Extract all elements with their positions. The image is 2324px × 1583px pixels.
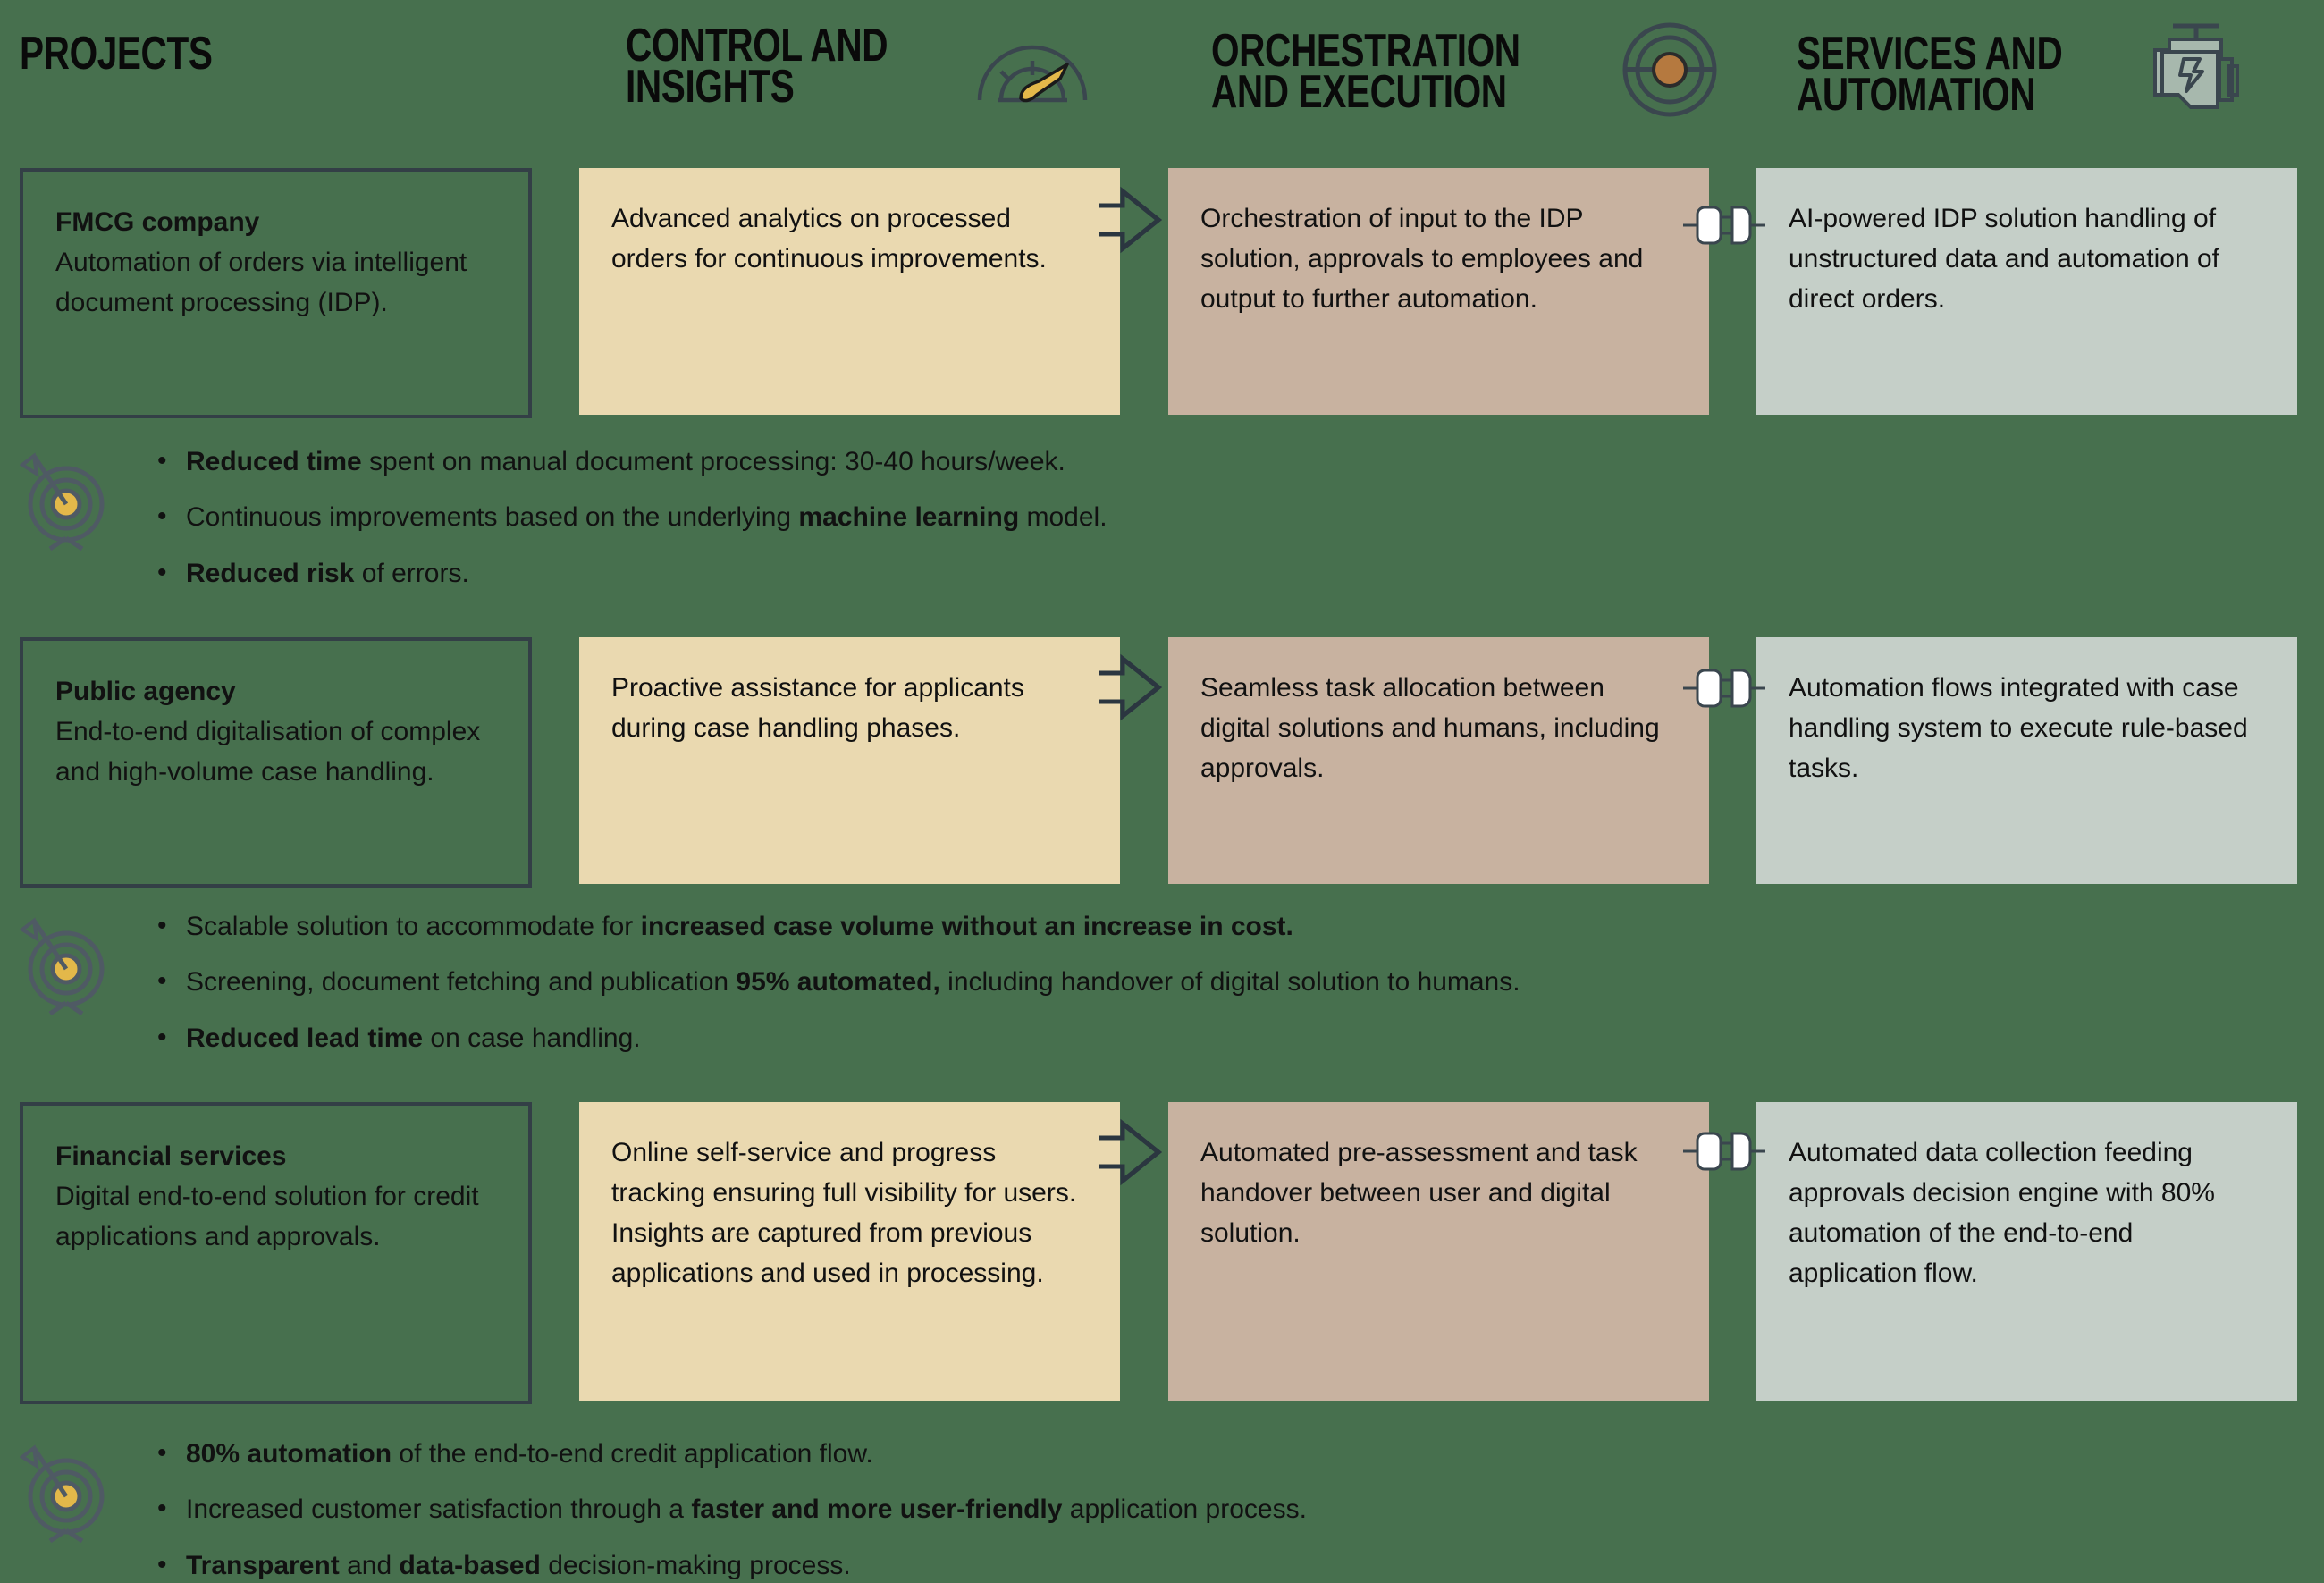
services-card-text: AI-powered IDP solution handling of unst… xyxy=(1789,204,2219,314)
column-header-projects-label: PROJECTS xyxy=(20,28,213,80)
benefit-rest-2: including handover of digital solution t… xyxy=(939,967,1520,998)
benefit-strong: 80% automation xyxy=(186,1439,392,1469)
control-insights-card-text: Online self-service and progress trackin… xyxy=(611,1138,1077,1288)
services-card-text: Automation flows integrated with case ha… xyxy=(1789,673,2248,783)
project-card[interactable]: FMCG company Automation of orders via in… xyxy=(20,168,532,418)
benefits-group: Reduced time spent on manual document pr… xyxy=(19,440,1107,591)
project-card[interactable]: Public agency End-to-end digitalisation … xyxy=(20,637,532,888)
column-header-services-and-automation: SERVICES AND AUTOMATION xyxy=(1797,20,2253,130)
orchestration-card[interactable]: Orchestration of input to the IDP soluti… xyxy=(1168,168,1709,415)
benefits-group: Scalable solution to accommodate for inc… xyxy=(19,905,1520,1056)
target-bullseye-arrow-icon xyxy=(19,1437,114,1547)
benefit-rest: spent on manual document processing: 30-… xyxy=(361,447,1065,476)
benefit-strong: 95% automated, xyxy=(736,967,940,998)
benefits-list: Reduced time spent on manual document pr… xyxy=(156,444,1107,591)
column-header-orchestration-and-execution: ORCHESTRATION AND EXECUTION xyxy=(1211,20,1720,124)
gauge-icon xyxy=(974,20,1090,114)
benefit-rest: Increased customer satisfaction through … xyxy=(186,1495,692,1525)
orchestration-card-text: Orchestration of input to the IDP soluti… xyxy=(1200,204,1644,314)
column-header-control-and-insights: CONTROL AND INSIGHTS xyxy=(626,20,1090,114)
project-card-text: Public agency End-to-end digitalisation … xyxy=(55,671,496,792)
benefit-rest: Continuous improvements based on the und… xyxy=(186,502,799,533)
target-bullseye-arrow-icon xyxy=(19,910,114,1020)
benefit-rest: on case handling. xyxy=(423,1023,641,1053)
project-card-body: End-to-end digitalisation of complex and… xyxy=(55,717,481,787)
column-header-projects: PROJECTS xyxy=(20,28,266,80)
list-item: Reduced lead time on case handling. xyxy=(156,1021,1520,1056)
double-chevron-arrow-icon xyxy=(1098,1111,1163,1193)
control-insights-card-text: Proactive assistance for applicants duri… xyxy=(611,673,1024,743)
services-card[interactable]: Automation flows integrated with case ha… xyxy=(1756,637,2297,884)
orchestration-card-text: Automated pre-assessment and task handov… xyxy=(1200,1138,1638,1248)
benefit-strong: increased case volume without an increas… xyxy=(640,912,1293,941)
benefit-rest: Scalable solution to accommodate for xyxy=(186,912,641,941)
project-card-title: Financial services xyxy=(55,1141,287,1171)
benefit-strong: machine learning xyxy=(798,502,1020,533)
benefit-strong: Reduced risk xyxy=(186,558,355,588)
double-chevron-arrow-icon xyxy=(1098,179,1163,261)
control-insights-card[interactable]: Advanced analytics on processed orders f… xyxy=(579,168,1120,415)
project-card-title: Public agency xyxy=(55,677,236,706)
list-item: 80% automation of the end-to-end credit … xyxy=(156,1436,1307,1471)
benefit-rest: of errors. xyxy=(354,558,469,588)
column-header-orchestration-and-execution-label: ORCHESTRATION AND EXECUTION xyxy=(1211,24,1520,118)
list-item: Increased customer satisfaction through … xyxy=(156,1492,1307,1527)
benefit-rest: of the end-to-end credit application flo… xyxy=(392,1439,873,1469)
control-insights-card[interactable]: Proactive assistance for applicants duri… xyxy=(579,637,1120,884)
plug-socket-icon xyxy=(1682,661,1768,715)
services-card[interactable]: Automated data collection feeding approv… xyxy=(1756,1102,2297,1401)
list-item: Scalable solution to accommodate for inc… xyxy=(156,909,1520,944)
control-insights-card[interactable]: Online self-service and progress trackin… xyxy=(579,1102,1120,1401)
project-card-body: Automation of orders via intelligent doc… xyxy=(55,248,467,317)
benefit-strong: faster and more user-friendly xyxy=(691,1495,1063,1525)
services-card-text: Automated data collection feeding approv… xyxy=(1789,1138,2215,1288)
project-card-text: Financial services Digital end-to-end so… xyxy=(55,1136,496,1257)
plug-socket-icon xyxy=(1682,198,1768,252)
column-header-control-and-insights-label: CONTROL AND INSIGHTS xyxy=(626,19,888,113)
benefit-strong: Transparent xyxy=(186,1550,340,1580)
orchestration-card[interactable]: Automated pre-assessment and task handov… xyxy=(1168,1102,1709,1401)
benefit-strong: Reduced lead time xyxy=(186,1023,424,1053)
benefit-rest-2: model. xyxy=(1019,502,1107,533)
list-item: Screening, document fetching and publica… xyxy=(156,964,1520,999)
project-card-title: FMCG company xyxy=(55,207,260,237)
robot-machine-icon xyxy=(2150,20,2253,130)
benefit-rest-2: application process. xyxy=(1062,1495,1307,1525)
project-card-body: Digital end-to-end solution for credit a… xyxy=(55,1182,479,1251)
benefit-strong: Reduced time xyxy=(186,447,362,476)
column-header-services-and-automation-label: SERVICES AND AUTOMATION xyxy=(1797,27,2063,121)
orchestration-card[interactable]: Seamless task allocation between digital… xyxy=(1168,637,1709,884)
double-chevron-arrow-icon xyxy=(1098,646,1163,728)
steering-wheel-icon xyxy=(1620,20,1720,124)
benefit-rest: and xyxy=(339,1550,400,1580)
orchestration-card-text: Seamless task allocation between digital… xyxy=(1200,673,1660,783)
list-item: Transparent and data-based decision-maki… xyxy=(156,1548,1307,1583)
project-card-text: FMCG company Automation of orders via in… xyxy=(55,202,496,323)
list-item: Reduced risk of errors. xyxy=(156,556,1107,591)
target-bullseye-arrow-icon xyxy=(19,445,114,555)
plug-socket-icon xyxy=(1682,1124,1768,1178)
benefit-rest: Screening, document fetching and publica… xyxy=(186,967,737,998)
benefit-rest-2: decision-making process. xyxy=(540,1550,851,1580)
project-card[interactable]: Financial services Digital end-to-end so… xyxy=(20,1102,532,1404)
benefits-list: Scalable solution to accommodate for inc… xyxy=(156,909,1520,1056)
benefit-strong-2: data-based xyxy=(399,1550,541,1580)
benefits-list: 80% automation of the end-to-end credit … xyxy=(156,1436,1307,1583)
services-card[interactable]: AI-powered IDP solution handling of unst… xyxy=(1756,168,2297,415)
list-item: Continuous improvements based on the und… xyxy=(156,500,1107,535)
benefits-group: 80% automation of the end-to-end credit … xyxy=(19,1432,1307,1583)
list-item: Reduced time spent on manual document pr… xyxy=(156,444,1107,479)
control-insights-card-text: Advanced analytics on processed orders f… xyxy=(611,204,1047,274)
